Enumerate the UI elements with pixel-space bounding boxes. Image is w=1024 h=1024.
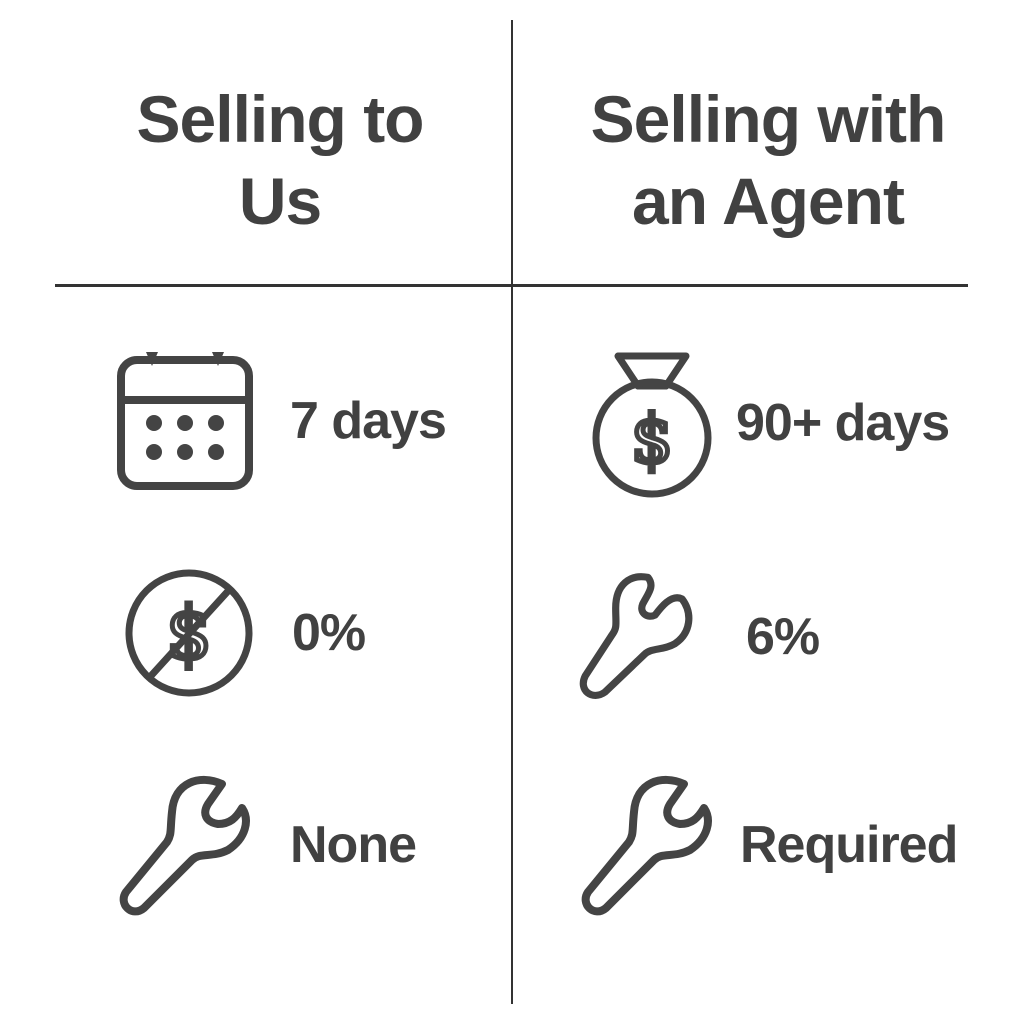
- row-time-agent: $ 90+ days: [588, 350, 950, 500]
- column-heading-selling-to-us: Selling to Us: [60, 78, 500, 242]
- wrench-icon: [119, 775, 250, 916]
- row-value: None: [290, 815, 417, 874]
- row-value: 6%: [746, 608, 820, 666]
- row-fee-us: $ 0%: [124, 568, 366, 698]
- header-divider: [55, 284, 968, 287]
- row-time-us: 7 days: [116, 348, 447, 493]
- heading-line-1: Selling to: [136, 82, 425, 156]
- row-value: 90+ days: [736, 394, 950, 452]
- row-repairs-us: None: [112, 772, 417, 917]
- column-heading-selling-with-agent: Selling with an Agent: [548, 78, 988, 242]
- row-value: Required: [740, 815, 958, 874]
- row-fee-agent: 6%: [574, 572, 820, 702]
- calendar-icon: [117, 352, 253, 490]
- wrench-icon: [579, 573, 693, 699]
- svg-text:$: $: [631, 401, 673, 478]
- row-value: 7 days: [290, 391, 447, 450]
- heading-line-2: an Agent: [632, 164, 905, 238]
- column-divider: [511, 20, 513, 1004]
- wrench-icon: [581, 775, 712, 916]
- row-value: 0%: [292, 604, 366, 662]
- no-dollar-icon: $: [125, 569, 253, 697]
- row-repairs-agent: Required: [574, 772, 958, 917]
- money-bag-icon: $: [592, 352, 712, 498]
- heading-line-2: Us: [238, 164, 322, 238]
- heading-line-1: Selling with: [590, 82, 947, 156]
